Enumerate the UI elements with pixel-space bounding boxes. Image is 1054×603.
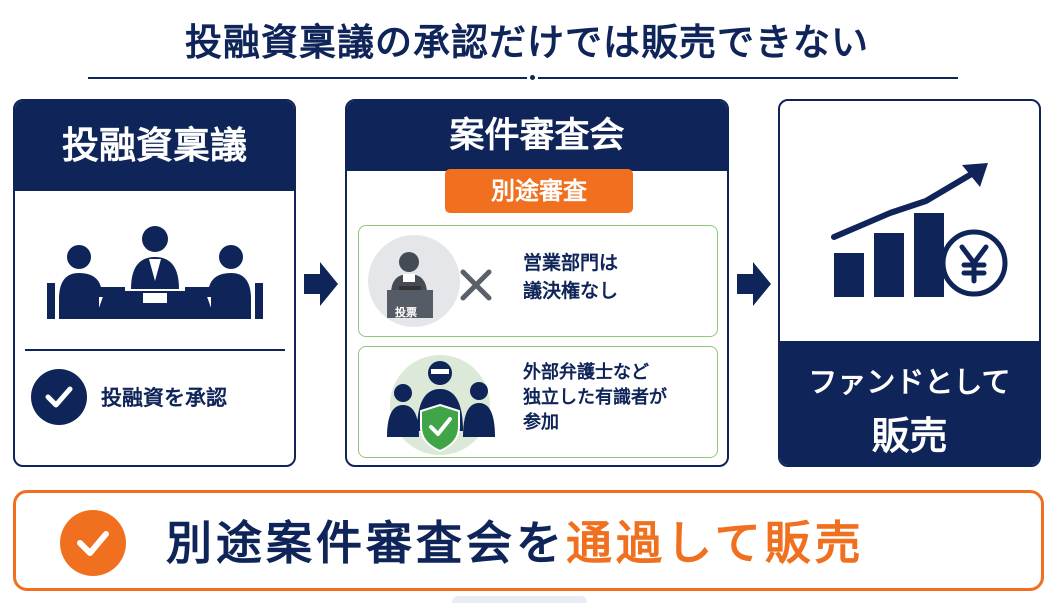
fund-sale-line-2: 販売 xyxy=(871,414,948,458)
approval-text: 投融資を承認 xyxy=(101,386,227,410)
title-divider-dot xyxy=(527,72,538,83)
title-divider xyxy=(88,77,958,79)
page-title: 投融資稟議の承認だけでは販売できない xyxy=(185,21,869,64)
independent-experts-box: 外部弁護士など 独立した有識者が 参加 xyxy=(358,346,718,458)
experts-line-3: 参加 xyxy=(523,412,559,434)
fund-sale-label: ファンドとして 販売 xyxy=(780,341,1039,465)
ballot-label: 投票 xyxy=(395,306,417,319)
conclusion-text: 別途案件審査会を通過して販売 xyxy=(166,507,865,573)
experts-line-2: 独立した有識者が xyxy=(523,387,667,409)
bar-chart-up-icon xyxy=(831,163,988,297)
yen-coin-icon xyxy=(940,229,1008,297)
conclusion-text-main: 別途案件審査会を xyxy=(166,516,566,570)
conclusion-banner: 別途案件審査会を通過して販売 xyxy=(13,490,1044,591)
no-voting-rights-box: 投票 営業部門は 議決権なし xyxy=(358,225,718,337)
no-voting-line-1: 営業部門は xyxy=(523,252,619,274)
no-voting-line-2: 議決権なし xyxy=(523,279,619,302)
loan-approval-panel: 投融資稟議 投融資を承認 xyxy=(13,99,296,467)
fund-sale-panel: ファンドとして 販売 xyxy=(778,99,1041,467)
flow-arrow-icon xyxy=(737,262,771,306)
flow-arrow-icon xyxy=(304,262,338,306)
conclusion-text-highlight: 通過して販売 xyxy=(566,516,865,570)
panel-divider xyxy=(25,349,285,351)
independent-experts-text: 外部弁護士など 独立した有識者が 参加 xyxy=(523,360,667,436)
case-review-panel: 案件審査会 別途審査 投票 営業部門は 議決権なし xyxy=(345,99,729,467)
bottom-tab xyxy=(452,596,587,603)
loan-approval-heading: 投融資稟議 xyxy=(15,101,294,191)
no-voting-rights-text: 営業部門は 議決権なし xyxy=(523,250,618,305)
meeting-people-icon xyxy=(47,226,263,319)
case-review-heading: 案件審査会 xyxy=(347,101,727,171)
ballot-person-icon xyxy=(368,235,460,327)
approval-row: 投融資を承認 xyxy=(31,369,227,425)
check-circle-icon xyxy=(31,369,87,425)
x-mark-icon xyxy=(460,269,492,301)
orange-check-icon xyxy=(60,510,126,576)
separate-review-badge: 別途審査 xyxy=(445,169,633,213)
fund-sale-line-1: ファンドとして xyxy=(808,365,1011,399)
experts-line-1: 外部弁護士など xyxy=(523,362,649,383)
experts-shield-icon xyxy=(387,355,495,455)
